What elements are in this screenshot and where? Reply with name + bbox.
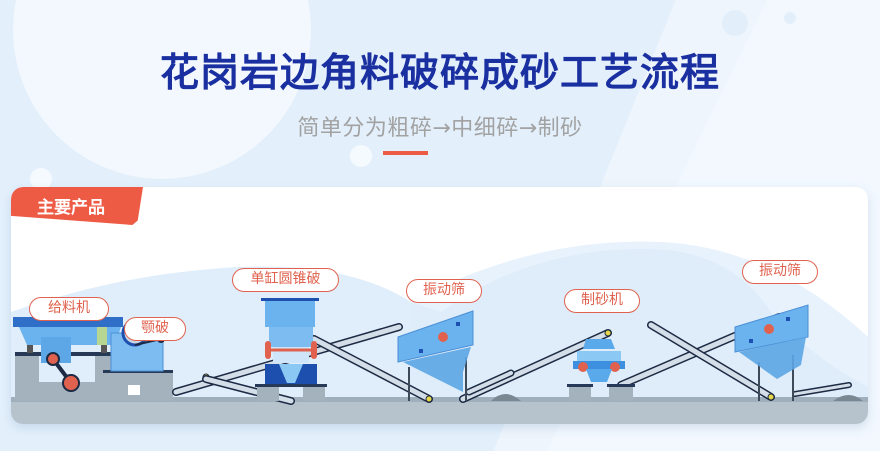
label-cone-crusher: 单缸圆锥破	[232, 268, 339, 292]
page-title: 花岗岩边角料破碎成砂工艺流程	[159, 51, 720, 96]
process-flow-illustration	[11, 241, 868, 424]
process-flow-card: 主要产品 给料机 颚破 单缸圆锥破 振动筛 制砂机 振动筛	[11, 187, 868, 424]
background-dot	[350, 145, 372, 167]
feeder-machine	[13, 317, 123, 401]
label-vibrating-screen-1: 振动筛	[406, 279, 482, 303]
label-vibrating-screen-2: 振动筛	[742, 260, 818, 284]
label-feeder: 给料机	[29, 297, 109, 321]
background-dot	[722, 10, 748, 36]
sand-making-machine	[567, 339, 635, 401]
label-sand-maker: 制砂机	[564, 289, 640, 313]
label-jaw-crusher: 颚破	[124, 317, 186, 341]
jaw-crusher-machine	[103, 319, 173, 401]
sand-pile	[491, 394, 521, 401]
vibrating-screen-machine-2	[734, 304, 809, 401]
title-underline-accent	[383, 151, 428, 155]
vibrating-screen-machine-1	[397, 310, 474, 401]
background-dot	[30, 168, 52, 190]
background-dot	[784, 12, 796, 24]
page-subtitle: 简单分为粗碎→中细碎→制砂	[297, 116, 583, 141]
cone-crusher-machine	[255, 298, 327, 401]
sand-pile	[833, 395, 863, 401]
